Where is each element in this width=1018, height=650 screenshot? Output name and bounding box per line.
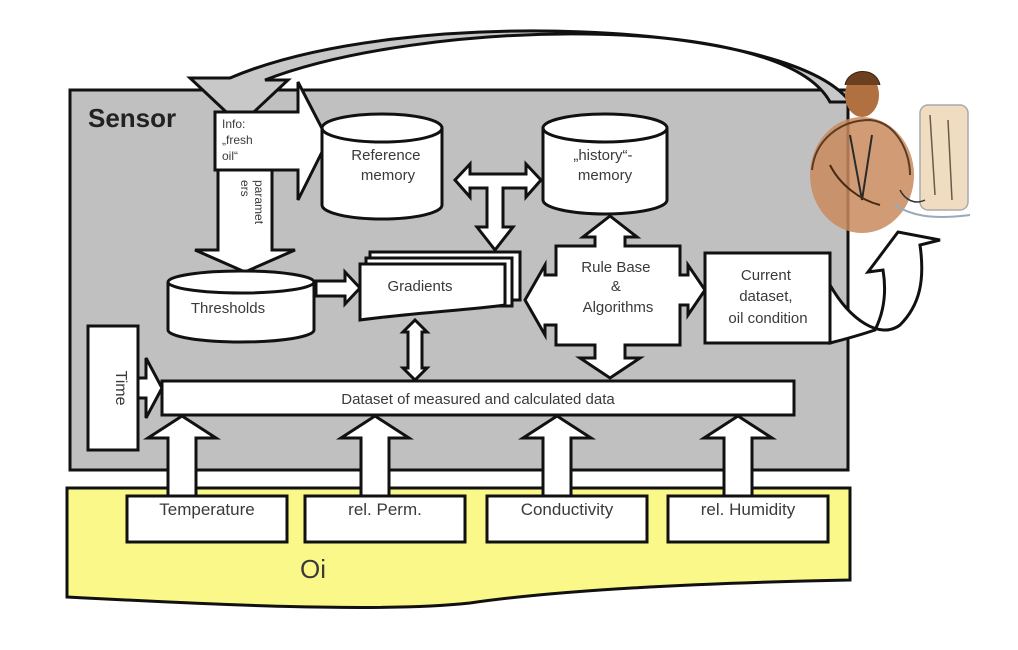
input-arrow-3	[698, 414, 778, 502]
thresholds-label: Thresholds	[191, 300, 265, 317]
parameters-label-2: ers	[238, 180, 252, 197]
input-label: rel. Perm.	[348, 500, 422, 519]
info-line-3: oil“	[222, 149, 238, 163]
current-dataset-box	[703, 251, 832, 345]
svg-text:Current dataset, oil c: Current dataset, oil condition	[728, 267, 807, 327]
oil-label: Oi	[300, 554, 326, 584]
current-dataset-line-2: dataset,	[739, 288, 792, 305]
time-box	[86, 324, 140, 452]
gradients-label: Gradients	[387, 278, 452, 295]
parameters-label-1: paramet	[252, 180, 266, 225]
svg-text:Info: „fresh oil“: Info: „fresh oil“	[222, 117, 256, 163]
input-box-temperature	[125, 494, 289, 544]
input-arrow-2	[517, 414, 597, 502]
info-line-2: „fresh	[222, 133, 253, 147]
feedback-arc-arrow	[186, 29, 853, 128]
input-box-rel-humidity	[666, 494, 830, 544]
current-dataset-line-1: Current	[741, 267, 792, 284]
time-arrow	[136, 357, 164, 419]
input-box-conductivity	[485, 494, 649, 544]
reference-memory-line-2: memory	[361, 167, 416, 184]
input-arrow-0	[142, 414, 222, 502]
rule-base-line-1: Rule Base	[581, 259, 650, 276]
gradients-dataset-arrow	[399, 317, 431, 383]
time-label: Time	[112, 371, 129, 406]
info-line-1: Info:	[222, 117, 245, 131]
history-memory-line-1: „history“-	[573, 147, 632, 164]
svg-text:Reference memory: Reference memory	[351, 147, 424, 184]
rule-base-line-2: &	[611, 278, 621, 295]
input-box-rel-perm	[303, 494, 467, 544]
dataset-bar-label: Dataset of measured and calculated data	[341, 391, 615, 408]
dataset-bar	[160, 379, 796, 417]
person-at-computer-icon	[810, 71, 971, 233]
svg-text:Rule Base & Algorithms: Rule Base & Algorithms	[581, 259, 654, 316]
memory-exchange-arrow	[452, 160, 544, 253]
gradients-stack: Gradients	[358, 250, 522, 322]
rule-base-line-3: Algorithms	[583, 299, 654, 316]
input-label: Conductivity	[521, 500, 614, 519]
thresholds-to-gradients-arrow	[314, 268, 363, 308]
rule-base-box	[523, 214, 707, 380]
current-dataset-line-3: oil condition	[728, 310, 807, 327]
parameters-arrow	[194, 168, 296, 274]
sensor-label: Sensor	[88, 103, 176, 133]
history-memory-cylinder: „history“- memory	[541, 112, 669, 216]
input-label: Temperature	[159, 500, 254, 519]
input-arrow-1	[335, 414, 415, 502]
output-curved-arrow	[828, 230, 941, 345]
svg-text:„history“- memory: „history“- memory	[573, 147, 636, 184]
reference-memory-cylinder: Reference memory	[320, 112, 444, 221]
svg-text:paramet ers: paramet ers	[238, 180, 266, 227]
history-memory-line-2: memory	[578, 167, 633, 184]
reference-memory-line-1: Reference	[351, 147, 420, 164]
input-label: rel. Humidity	[701, 500, 796, 519]
thresholds-cylinder: Thresholds	[166, 269, 316, 344]
